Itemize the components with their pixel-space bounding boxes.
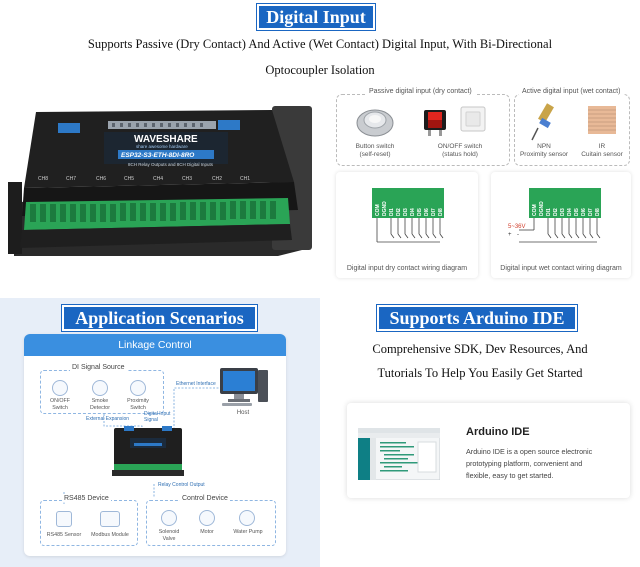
svg-text:DI8: DI8 bbox=[438, 208, 444, 216]
modbus-module-label: Modbus Module bbox=[91, 532, 129, 538]
relay-control-output-note: Relay Control Output bbox=[158, 482, 205, 488]
arduino-subtitle-line2: Tutorials To Help You Easily Get Started bbox=[377, 366, 583, 380]
arduino-ide-desc-line1: Arduino IDE is a open source electronic bbox=[466, 447, 593, 456]
external-expansion-note: External Expansion bbox=[86, 416, 130, 422]
button-switch-icon bbox=[356, 109, 394, 137]
ir-sensor-label: IR Cuitain sensor bbox=[581, 143, 623, 158]
on-off-switch-icon bbox=[424, 110, 446, 136]
motor-label: Motor bbox=[200, 529, 214, 535]
device-illustration: WAVESHARE share awesome hardware ESP32-S… bbox=[8, 106, 312, 256]
device-brand: WAVESHARE bbox=[134, 134, 198, 145]
device-model: ESP32-S3-ETH-8DI-8RO bbox=[121, 152, 194, 159]
dry-contact-wiring-card: COM DGND DI1 DI2 DI3 DI4 DI5 DI6 DI7 DI8… bbox=[336, 172, 478, 278]
button-switch-label: Button switch (self-reset) bbox=[355, 143, 395, 158]
minus-sign: - bbox=[517, 232, 519, 238]
svg-text:DI1: DI1 bbox=[389, 208, 395, 216]
rs485-device-title: RS485 Device bbox=[62, 495, 111, 502]
ethernet-interface-note: Ethernet Interface bbox=[176, 381, 216, 387]
svg-text:DI2: DI2 bbox=[396, 208, 402, 216]
rs485-device-group bbox=[40, 500, 138, 546]
svg-text:DI6: DI6 bbox=[581, 208, 587, 216]
channel-label: CH3 bbox=[182, 176, 192, 182]
svg-text:DI3: DI3 bbox=[560, 208, 566, 216]
svg-text:COM: COM bbox=[532, 204, 538, 216]
on-off-switch-icon bbox=[52, 380, 68, 396]
digital-input-subtitle-line1: Supports Passive (Dry Contact) And Activ… bbox=[87, 37, 553, 51]
svg-text:DI6: DI6 bbox=[424, 208, 430, 216]
channel-label: CH8 bbox=[38, 176, 48, 182]
device-description: 8CH Relay Outputs and 8CH Digital Inputs bbox=[128, 162, 214, 167]
arduino-ide-screenshot bbox=[358, 428, 440, 480]
digital-input-title: Digital Input bbox=[257, 4, 375, 30]
svg-text:DGND: DGND bbox=[539, 201, 545, 216]
terminal-screws bbox=[30, 201, 276, 222]
npn-proximity-sensor-icon bbox=[531, 103, 554, 141]
rs485-sensor-icon bbox=[56, 511, 72, 527]
svg-text:DI5: DI5 bbox=[574, 208, 580, 216]
wet-wiring-diagram: COM DGND DI1 DI2 DI3 DI4 DI5 DI6 DI7 DI8… bbox=[508, 188, 601, 243]
channel-label: CH1 bbox=[240, 176, 250, 182]
dry-wiring-diagram: COM DGND DI1 DI2 DI3 DI4 DI5 DI6 DI7 DI8 bbox=[372, 188, 444, 243]
control-device-title: Control Device bbox=[180, 495, 230, 502]
controller-device-icon bbox=[112, 426, 184, 476]
svg-text:DI3: DI3 bbox=[403, 208, 409, 216]
rocker-switch-icon bbox=[460, 106, 486, 132]
channel-label: CH2 bbox=[212, 176, 222, 182]
linkage-control-header: Linkage Control bbox=[24, 334, 286, 356]
wet-wiring-caption: Digital input wet contact wiring diagram bbox=[500, 265, 622, 272]
passive-panel-title: Passive digital input (dry contact) bbox=[366, 88, 475, 95]
npn-sensor-label: NPN Proximity sensor bbox=[519, 143, 569, 158]
arduino-subtitle-line1: Comprehensive SDK, Dev Resources, And bbox=[372, 342, 588, 356]
di-signal-source-title: DI Signal Source bbox=[70, 364, 127, 371]
active-panel-title: Active digital input (wet contact) bbox=[519, 88, 624, 95]
modbus-module-icon bbox=[100, 511, 120, 527]
svg-text:COM: COM bbox=[375, 204, 381, 216]
motor-icon bbox=[199, 510, 215, 526]
device-tagline: share awesome hardware bbox=[136, 144, 188, 149]
svg-text:DI4: DI4 bbox=[567, 208, 573, 216]
channel-label: CH7 bbox=[66, 176, 76, 182]
solenoid-valve-icon bbox=[161, 510, 177, 526]
rs485-sensor-label: RS485 Sensor bbox=[46, 532, 82, 538]
host-label: Host bbox=[236, 410, 250, 416]
digital-input-subtitle-line2: Optocoupler Isolation bbox=[265, 63, 375, 77]
proximity-switch-icon bbox=[130, 380, 146, 396]
arduino-title: Supports Arduino IDE bbox=[377, 305, 577, 331]
svg-text:DI8: DI8 bbox=[595, 208, 601, 216]
plus-sign: + bbox=[508, 232, 512, 238]
svg-text:DI1: DI1 bbox=[546, 208, 552, 216]
svg-text:DGND: DGND bbox=[382, 201, 388, 216]
svg-text:DI5: DI5 bbox=[417, 208, 423, 216]
channel-label: CH6 bbox=[96, 176, 106, 182]
svg-text:DI7: DI7 bbox=[431, 208, 437, 216]
ir-curtain-sensor-icon bbox=[588, 106, 616, 134]
svg-text:DI2: DI2 bbox=[553, 208, 559, 216]
svg-text:DI7: DI7 bbox=[588, 208, 594, 216]
svg-text:DI4: DI4 bbox=[410, 208, 416, 216]
arduino-ide-desc-line2: prototyping platform, convenient and bbox=[466, 459, 583, 468]
voltage-label: 5~36V bbox=[508, 224, 526, 230]
channel-label: CH5 bbox=[124, 176, 134, 182]
water-pump-label: Water Pump bbox=[233, 529, 263, 535]
host-computer-icon bbox=[220, 368, 268, 406]
dry-wiring-caption: Digital input dry contact wiring diagram bbox=[346, 265, 468, 272]
channel-label: CH4 bbox=[153, 176, 163, 182]
application-scenarios-title: Application Scenarios bbox=[62, 305, 257, 331]
smoke-detector-icon bbox=[92, 380, 108, 396]
water-pump-icon bbox=[239, 510, 255, 526]
arduino-ide-desc-line3: flexible, easy to get started. bbox=[466, 471, 554, 480]
top-pins bbox=[112, 123, 203, 127]
on-off-switch-label: ON/OFF switch (status hold) bbox=[437, 143, 483, 158]
arduino-ide-heading: Arduino IDE bbox=[466, 426, 530, 438]
wet-contact-wiring-card: COM DGND DI1 DI2 DI3 DI4 DI5 DI6 DI7 DI8… bbox=[491, 172, 631, 278]
